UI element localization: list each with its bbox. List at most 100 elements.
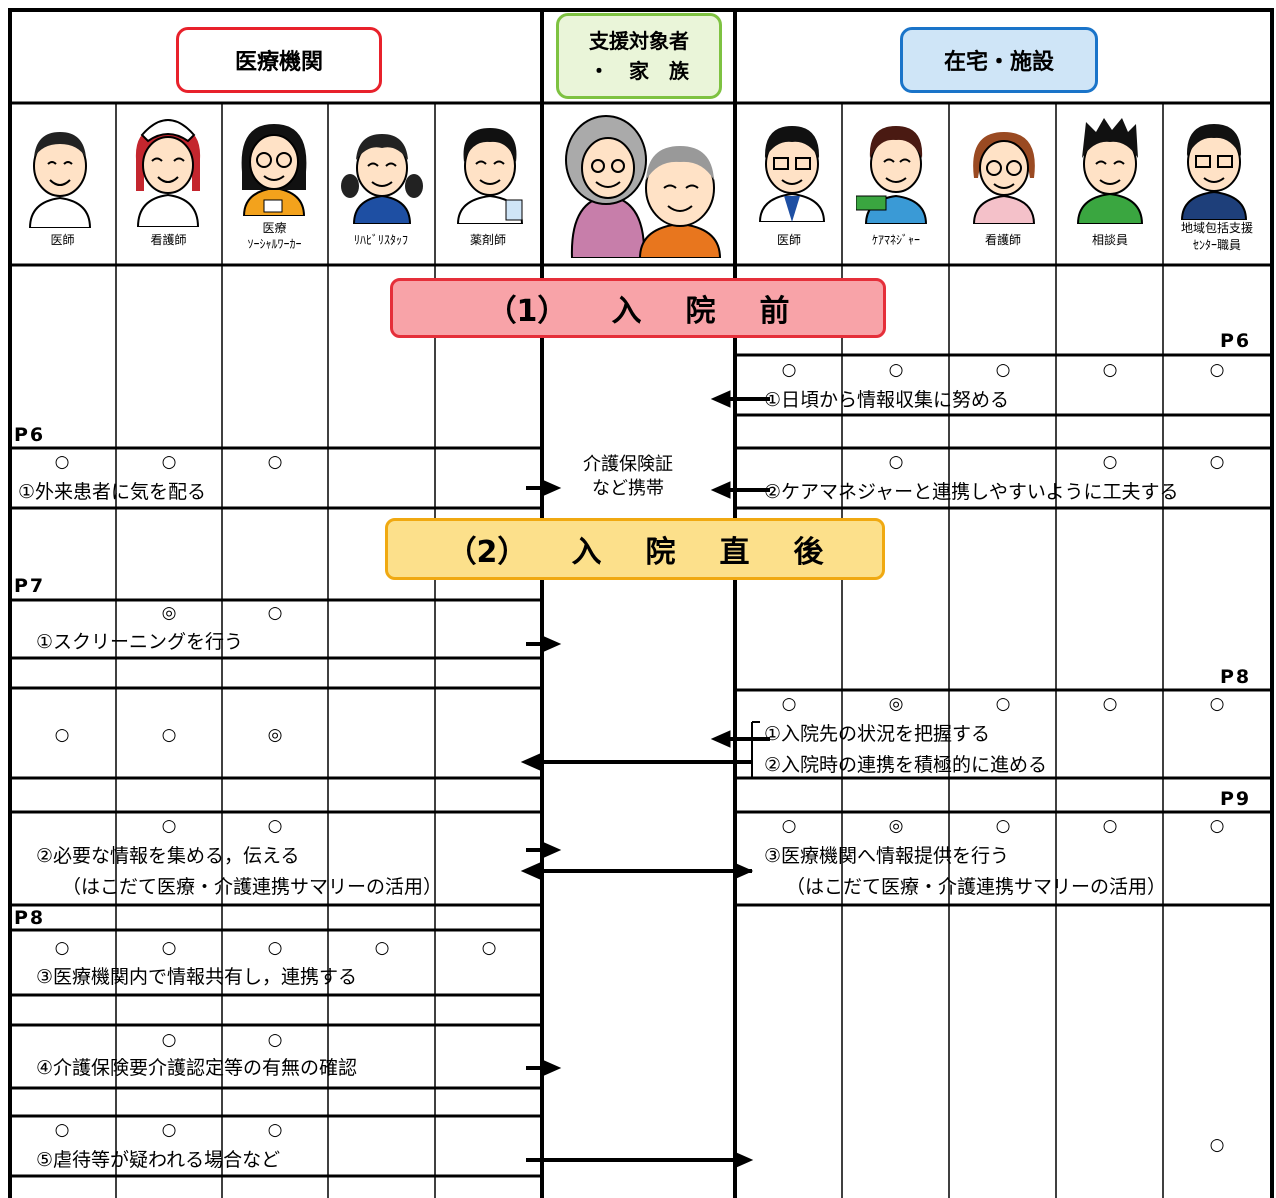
role-mark: ○ <box>781 694 797 714</box>
role-mark: ○ <box>888 452 904 472</box>
section-1-char-1: 入 <box>611 294 642 329</box>
role-label-nurse-left: 看護師 <box>150 233 187 247</box>
medical-institution-title: 医療機関 <box>176 27 382 93</box>
role-label-counselor: 相談員 <box>1091 233 1128 247</box>
role-mark: ○ <box>161 816 177 836</box>
item-suspected-abuse: ⑤虐待等が疑われる場合など <box>36 1149 281 1171</box>
page-ref-p6-left: P6 <box>14 424 46 446</box>
role-mark: ○ <box>1209 694 1225 714</box>
item-screening: ①スクリーニングを行う <box>36 631 244 653</box>
role-label-medical: 医療 <box>262 221 287 235</box>
item-summary-use-right: （はこだて医療・介護連携サマリーの活用） <box>786 876 1167 898</box>
home-doctor-icon <box>758 126 826 222</box>
arrow-r2-to-family-head <box>710 481 731 499</box>
home-facility-label: 在宅・施設 <box>943 50 1054 75</box>
role-mark: ○ <box>1209 1135 1225 1155</box>
counselor-icon <box>1076 118 1144 224</box>
page-ref-p8-right: P8 <box>1220 666 1252 688</box>
section-right-after-admission: （2） 入 院 直 後 <box>385 518 885 580</box>
role-label-doctor-right: 医師 <box>776 233 801 247</box>
role-mark: ○ <box>267 938 283 958</box>
item-provide-info-to-hospital: ③医療機関へ情報提供を行う <box>764 845 1010 867</box>
section-2-char-4: 後 <box>793 535 824 570</box>
role-mark: ○ <box>1209 816 1225 836</box>
arrow-r3-to-family-head <box>710 730 731 748</box>
role-label-community-center: 地域包括支援 <box>1180 221 1253 235</box>
role-mark: ○ <box>267 1120 283 1140</box>
patient-family-title: 支援対象者 ・ 家 族 <box>556 13 722 99</box>
arrow-r1-to-family-head <box>710 390 731 408</box>
section-2-char-1: 入 <box>571 535 602 570</box>
medical-institution-label: 医療機関 <box>234 50 323 75</box>
community-center-staff-icon <box>1180 124 1248 220</box>
role-label-social-worker: ｿｰｼｬﾙﾜｰｶｰ <box>247 237 302 251</box>
arrow-l2a-to-family-head <box>541 635 562 653</box>
item-coordinate-with-care-manager: ②ケアマネジャーと連携しやすいように工夫する <box>764 481 1179 503</box>
item-summary-use-left: （はこだて医療・介護連携サマリーの活用） <box>62 876 443 898</box>
patient-family-label-1: 支援対象者 <box>589 29 689 53</box>
role-mark: ○ <box>481 938 497 958</box>
role-mark: ○ <box>995 694 1011 714</box>
page-ref-p7: P7 <box>14 575 46 597</box>
arrow-r4-to-hospital-head <box>520 862 541 880</box>
role-mark: ○ <box>995 816 1011 836</box>
primary-role-mark: ◎ <box>888 816 904 836</box>
item-attend-outpatients: ①外来患者に気を配る <box>18 481 207 503</box>
item-check-care-certification: ④介護保険要介護認定等の有無の確認 <box>36 1057 358 1079</box>
section-2-char-3: 直 <box>719 535 750 570</box>
role-mark: ○ <box>1102 360 1118 380</box>
care-manager-icon <box>856 126 928 224</box>
role-mark: ○ <box>267 1030 283 1050</box>
arrow-l1-to-family-head <box>541 479 562 497</box>
patient-family-label-2: ・ 家 族 <box>589 59 689 83</box>
arrow-r3-to-hospital-head <box>520 753 541 771</box>
role-label-doctor-left: 医師 <box>50 233 75 247</box>
role-mark: ○ <box>1209 360 1225 380</box>
arrow-l6-to-home-head <box>733 1151 754 1169</box>
role-mark: ○ <box>888 360 904 380</box>
item-grasp-hospital-status: ①入院先の状況を把握する <box>764 723 991 745</box>
social-worker-icon <box>241 124 307 216</box>
item-collect-info-daily: ①日頃から情報収集に努める <box>764 389 1010 411</box>
role-mark: ○ <box>161 1120 177 1140</box>
primary-role-mark: ◎ <box>888 694 904 714</box>
elderly-couple-icon <box>565 115 722 258</box>
section-1-char-2: 院 <box>685 294 716 329</box>
role-mark: ○ <box>161 1030 177 1050</box>
page-ref-p8-left: P8 <box>14 907 46 929</box>
role-mark: ○ <box>781 816 797 836</box>
insurance-card-note-2: など携帯 <box>592 478 664 499</box>
role-mark: ○ <box>781 360 797 380</box>
pharmacist-icon <box>456 128 524 224</box>
role-mark: ○ <box>1102 452 1118 472</box>
role-label-nurse-right: 看護師 <box>984 233 1021 247</box>
role-mark: ○ <box>995 360 1011 380</box>
nurse-icon <box>135 119 201 227</box>
section-2-char-2: 院 <box>645 535 676 570</box>
role-mark: ○ <box>54 938 70 958</box>
arrow-l3-to-family-head <box>541 841 562 859</box>
home-nurse-icon <box>972 132 1036 224</box>
role-mark: ○ <box>1102 816 1118 836</box>
role-mark: ○ <box>161 725 177 745</box>
doctor-icon <box>28 132 92 228</box>
home-facility-title: 在宅・施設 <box>900 27 1098 93</box>
arrow-l5-to-family-head <box>541 1059 562 1077</box>
page-ref-p6-right: P6 <box>1220 330 1252 352</box>
insurance-card-note-1: 介護保険証 <box>583 454 673 475</box>
role-label-pharmacist: 薬剤師 <box>469 233 506 247</box>
role-mark: ○ <box>54 1120 70 1140</box>
item-share-within-hospital: ③医療機関内で情報共有し，連携する <box>36 966 358 988</box>
role-mark: ○ <box>161 452 177 472</box>
role-mark: ○ <box>54 452 70 472</box>
role-mark: ○ <box>161 938 177 958</box>
role-label-rehab-staff: ﾘﾊﾋﾞﾘｽﾀｯﾌ <box>353 233 408 247</box>
section-before-admission: （1） 入 院 前 <box>390 278 886 338</box>
role-label-center-staff: ｾﾝﾀｰ職員 <box>1192 238 1241 252</box>
primary-role-mark: ◎ <box>267 725 283 745</box>
role-label-care-manager: ｹｱﾏﾈｼﾞｬｰ <box>871 233 920 247</box>
role-mark: ○ <box>1102 694 1118 714</box>
page-ref-p9: P9 <box>1220 788 1252 810</box>
